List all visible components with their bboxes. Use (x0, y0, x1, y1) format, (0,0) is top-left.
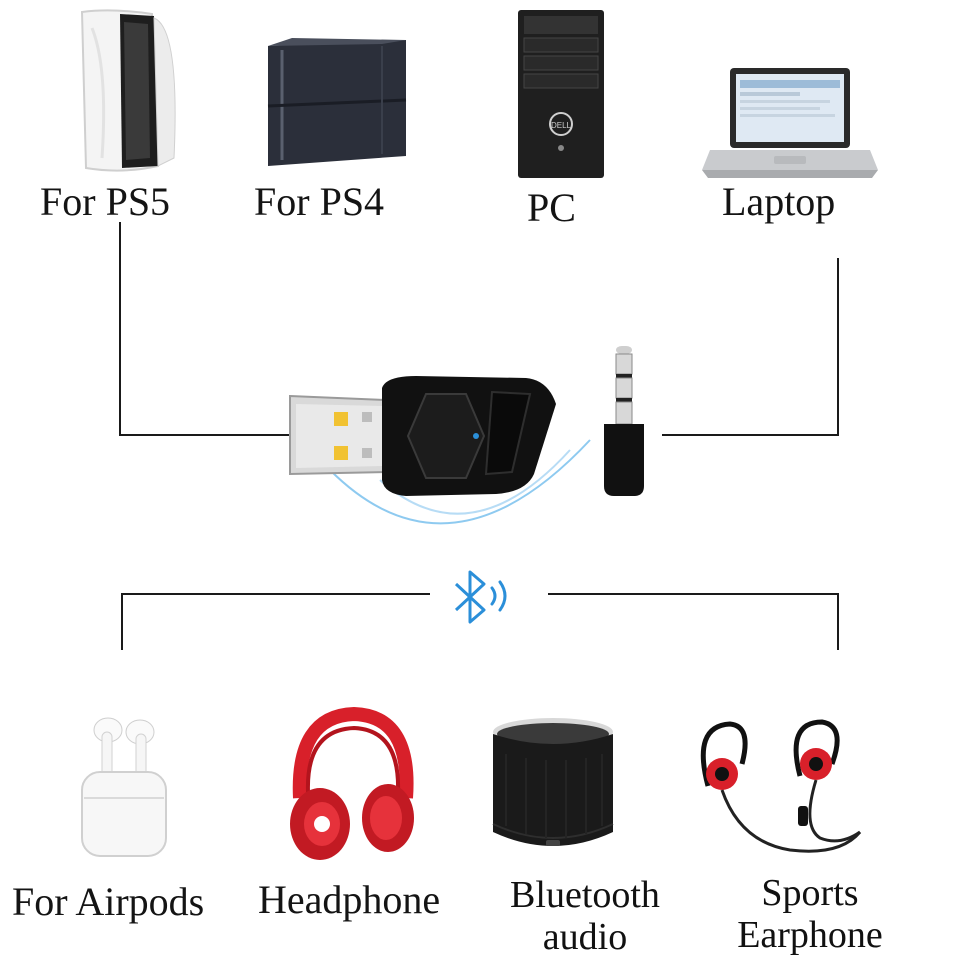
signal-arc-outer (329, 439, 591, 525)
label-sports-earphone: Sports Earphone (712, 872, 908, 956)
ps4-console-icon (267, 38, 407, 166)
connector-ps5-to-usb (119, 222, 290, 436)
label-headphone: Headphone (258, 877, 441, 922)
signal-arc-inner (379, 449, 571, 515)
audio-jack-adapter-icon (604, 346, 644, 496)
airpods-icon (81, 717, 167, 857)
label-bluetooth-audio-line2: audio (542, 916, 628, 958)
label-ps4: For PS4 (254, 179, 385, 224)
connector-laptop-to-jack (662, 258, 839, 436)
ps5-console-icon (80, 9, 176, 172)
label-bluetooth-audio: Bluetooth audio (492, 874, 678, 958)
svg-text:DELL: DELL (551, 121, 572, 130)
bluetooth-speaker-icon (492, 718, 614, 846)
label-sports-earphone-line1: Sports (761, 872, 859, 914)
pc-tower-icon: DELL (518, 10, 604, 178)
connector-right-bluetooth (548, 593, 839, 650)
sports-earphone-icon (700, 719, 862, 853)
usb-bluetooth-adapter-icon (289, 376, 556, 496)
headphone-icon (290, 706, 414, 860)
label-laptop: Laptop (722, 179, 836, 224)
label-airpods: For Airpods (12, 879, 205, 924)
laptop-icon (702, 68, 878, 178)
connector-left-bluetooth (121, 593, 430, 650)
bluetooth-icon (454, 570, 507, 624)
label-sports-earphone-line2: Earphone (737, 914, 883, 956)
label-pc: PC (527, 185, 576, 230)
label-ps5: For PS5 (40, 179, 171, 224)
label-bluetooth-audio-line1: Bluetooth (510, 874, 660, 916)
